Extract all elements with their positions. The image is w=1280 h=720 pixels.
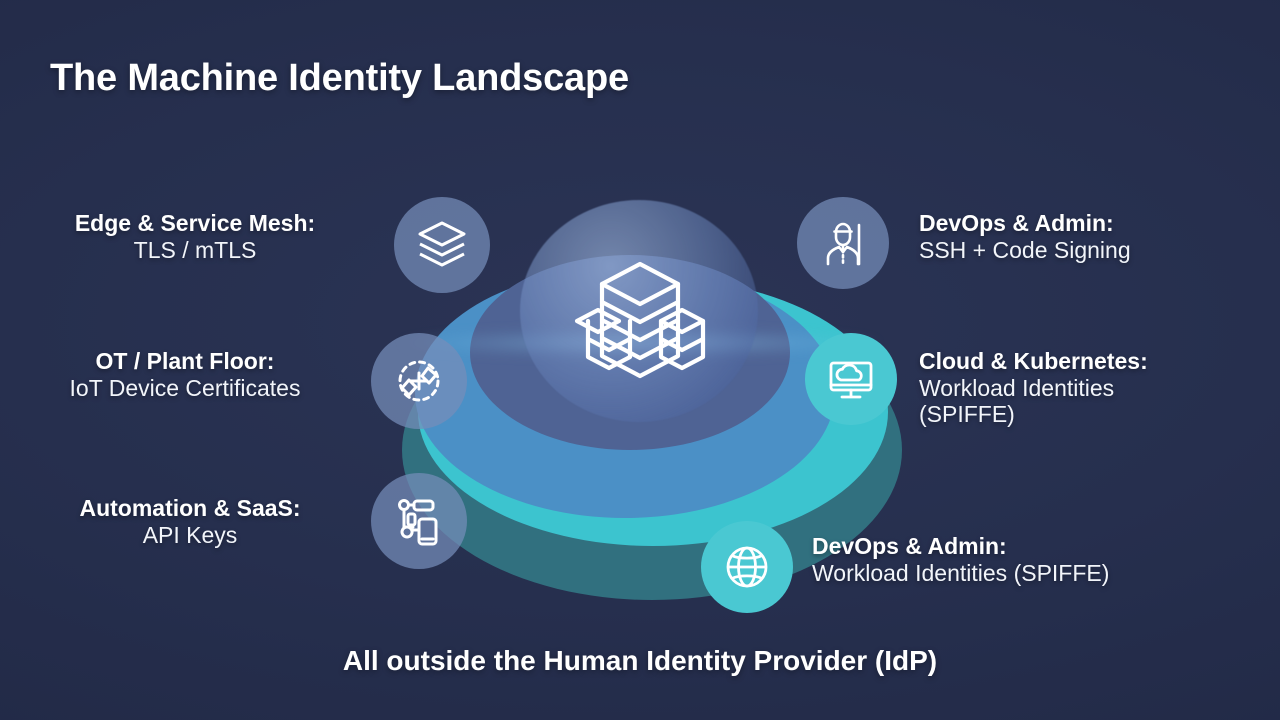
center-sphere (520, 200, 758, 422)
label-subtext: Workload Identities (919, 374, 1115, 401)
label-edge-service-mesh: Edge & Service Mesh: TLS / mTLS (20, 210, 370, 264)
globe-icon (726, 546, 768, 588)
layers-icon (418, 221, 466, 267)
label-heading: DevOps & Admin: (919, 210, 1114, 236)
label-subtext: IoT Device Certificates (69, 374, 301, 401)
blue-disc (415, 268, 835, 518)
page-title: The Machine Identity Landscape (50, 57, 629, 99)
label-subtext: Workload Identities (SPIFFE) (812, 559, 1110, 586)
label-heading: Automation & SaaS: (79, 495, 301, 521)
label-cloud-kubernetes: Cloud & Kubernetes: Workload Identities … (919, 348, 1249, 428)
light-streak (400, 330, 880, 356)
cloud-monitor-icon (829, 361, 873, 399)
node-devops-admin-workload[interactable] (701, 521, 793, 613)
admin-person-icon (826, 222, 861, 266)
node-cloud-kubernetes[interactable] (805, 333, 897, 425)
label-automation-saas: Automation & SaaS: API Keys (20, 495, 360, 549)
label-subtext: API Keys (142, 521, 238, 548)
dashed-target-plus-icon (398, 360, 440, 402)
automation-workflow-icon (398, 499, 438, 546)
footer-caption: All outside the Human Identity Provider … (342, 645, 938, 676)
node-ot-plant-floor[interactable] (371, 333, 467, 429)
label-subtext: TLS / mTLS (133, 236, 257, 263)
label-subtext: SSH + Code Signing (919, 236, 1131, 263)
label-devops-admin-ssh: DevOps & Admin: SSH + Code Signing (919, 210, 1131, 264)
label-heading: OT / Plant Floor: (95, 348, 275, 374)
label-ot-plant-floor: OT / Plant Floor: IoT Device Certificate… (10, 348, 360, 402)
node-devops-admin-ssh[interactable] (797, 197, 889, 289)
node-edge-service-mesh[interactable] (394, 197, 490, 293)
isometric-blocks-icon (574, 261, 706, 379)
node-automation-saas[interactable] (371, 473, 467, 569)
mid-cyan-disc (418, 278, 888, 546)
label-devops-admin-workload: DevOps & Admin: Workload Identities (SPI… (812, 533, 1212, 587)
label-heading: Edge & Service Mesh: (74, 210, 316, 236)
inner-slate-disc (470, 255, 790, 450)
label-heading: DevOps & Admin: (812, 533, 1007, 559)
label-heading: Cloud & Kubernetes: (919, 348, 1148, 374)
label-subtext-2: (SPIFFE) (919, 401, 1015, 428)
